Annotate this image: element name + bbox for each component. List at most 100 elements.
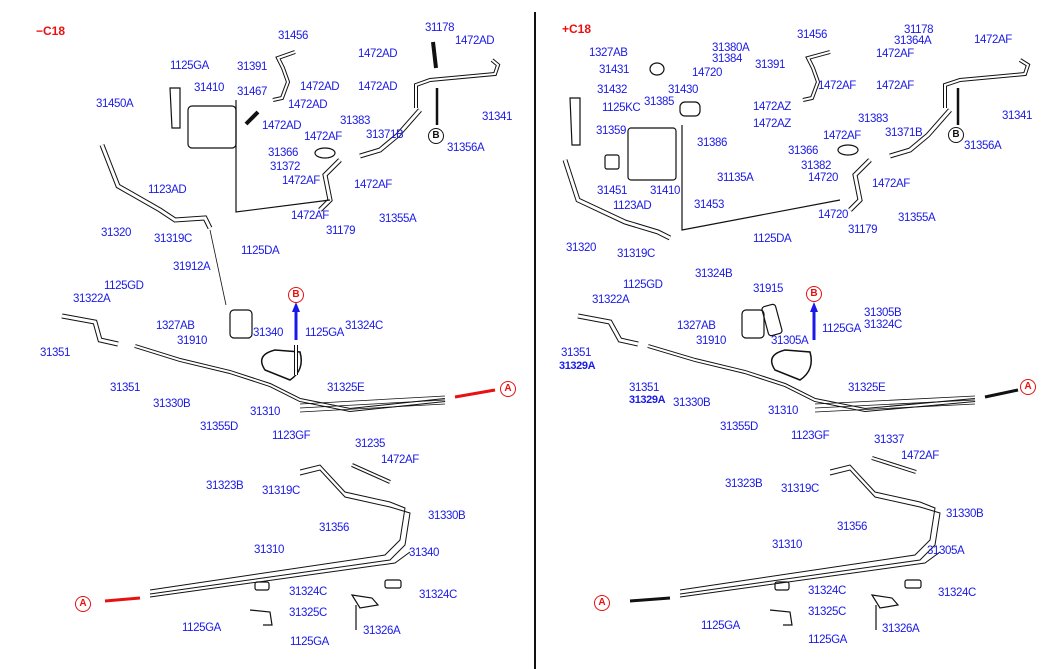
part-label[interactable]: 31179	[326, 225, 356, 237]
part-label[interactable]: 31325E	[327, 382, 365, 394]
part-label[interactable]: 1472AF	[974, 34, 1012, 46]
part-label[interactable]: 31341	[1002, 110, 1032, 122]
part-label[interactable]: 31351	[629, 382, 659, 394]
part-label[interactable]: 31386	[697, 137, 727, 149]
part-label[interactable]: 1472AF	[901, 450, 939, 462]
part-label[interactable]: 1123AD	[148, 184, 187, 196]
part-label[interactable]: 31356	[837, 521, 867, 533]
part-label[interactable]: 1327AB	[156, 320, 195, 332]
part-label[interactable]: 31384	[712, 53, 742, 65]
part-label[interactable]: 31322A	[73, 293, 111, 305]
part-label[interactable]: 31310	[254, 544, 284, 556]
part-label[interactable]: 31372	[270, 161, 300, 173]
part-label[interactable]: 31371B	[366, 129, 404, 141]
part-label[interactable]: 1125KC	[602, 102, 641, 114]
part-label[interactable]: 31456	[797, 29, 827, 41]
part-label[interactable]: 1125GD	[623, 279, 663, 291]
part-label[interactable]: 31330B	[673, 397, 711, 409]
part-label[interactable]: 1472AF	[876, 48, 914, 60]
part-label[interactable]: 1472AF	[291, 210, 329, 222]
part-label[interactable]: 31178	[904, 24, 934, 36]
part-label[interactable]: 31329A	[559, 360, 596, 372]
part-label[interactable]: 31910	[177, 335, 207, 347]
part-label[interactable]: 1125GA	[808, 634, 847, 646]
part-label[interactable]: 31451	[597, 185, 627, 197]
part-label[interactable]: 31915	[753, 283, 783, 295]
part-label[interactable]: 31305A	[771, 335, 809, 347]
part-label[interactable]: 31356A	[447, 142, 485, 154]
part-label[interactable]: 1472AF	[823, 130, 861, 142]
part-label[interactable]: 31325C	[808, 606, 846, 618]
part-label[interactable]: 31319C	[781, 483, 819, 495]
part-label[interactable]: 1472AD	[300, 81, 340, 93]
part-label[interactable]: 31380A	[712, 42, 750, 54]
part-label[interactable]: 1472AZ	[753, 101, 791, 113]
part-label[interactable]: 31305A	[927, 545, 965, 557]
part-label[interactable]: 1125DA	[753, 233, 792, 245]
part-label[interactable]: 1472AF	[818, 80, 856, 92]
part-label[interactable]: 31326A	[363, 625, 401, 637]
part-label[interactable]: 31467	[237, 86, 267, 98]
part-label[interactable]: 1472AF	[876, 80, 914, 92]
part-label[interactable]: 31305B	[864, 307, 902, 319]
part-label[interactable]: 31391	[237, 61, 267, 73]
part-label[interactable]: 31355A	[379, 213, 417, 225]
part-label[interactable]: 31310	[768, 405, 798, 417]
part-label[interactable]: 31323B	[725, 478, 763, 490]
part-label[interactable]: 1125GA	[170, 60, 209, 72]
part-label[interactable]: 31330B	[946, 508, 984, 520]
part-label[interactable]: 31351	[110, 382, 140, 394]
part-label[interactable]: 31235	[355, 438, 385, 450]
marker-a[interactable]: A	[500, 381, 516, 397]
part-label[interactable]: 1472AF	[872, 178, 910, 190]
part-label[interactable]: 31324C	[864, 319, 902, 331]
marker-b[interactable]: B	[948, 127, 964, 143]
part-label[interactable]: 14720	[808, 172, 838, 184]
part-label[interactable]: 31340	[409, 547, 439, 559]
part-label[interactable]: 31326A	[882, 623, 920, 635]
part-label[interactable]: 31410	[194, 82, 224, 94]
part-label[interactable]: 31356	[319, 522, 349, 534]
part-label[interactable]: 1123GF	[272, 430, 311, 442]
part-label[interactable]: 31432	[597, 84, 627, 96]
part-label[interactable]: 31410	[650, 185, 680, 197]
part-label[interactable]: 1123AD	[613, 200, 652, 212]
part-label[interactable]: 1472AF	[381, 454, 419, 466]
part-label[interactable]: 31135A	[717, 172, 754, 184]
part-label[interactable]: 31329A	[629, 394, 666, 406]
part-label[interactable]: 31453	[694, 199, 724, 211]
marker-b[interactable]: B	[806, 286, 822, 302]
part-label[interactable]: 31325C	[289, 607, 327, 619]
part-label[interactable]: 1327AB	[677, 320, 716, 332]
part-label[interactable]: 31351	[40, 347, 70, 359]
part-label[interactable]: 1327AB	[589, 47, 628, 59]
part-label[interactable]: 31325E	[848, 382, 886, 394]
part-label[interactable]: 31179	[848, 224, 878, 236]
part-label[interactable]: 1472AF	[304, 131, 342, 143]
part-label[interactable]: 1123GF	[791, 430, 830, 442]
part-label[interactable]: 31341	[482, 111, 512, 123]
part-label[interactable]: 31319C	[154, 233, 192, 245]
part-label[interactable]: 31450A	[96, 98, 134, 110]
part-label[interactable]: 31351	[561, 347, 591, 359]
part-label[interactable]: 14720	[818, 209, 848, 221]
part-label[interactable]: 31391	[755, 59, 785, 71]
part-label[interactable]: 31912A	[173, 261, 211, 273]
part-label[interactable]: 1125GA	[305, 327, 344, 339]
part-label[interactable]: 31310	[772, 539, 802, 551]
part-label[interactable]: 31337	[874, 434, 904, 446]
part-label[interactable]: 1472AD	[262, 120, 302, 132]
part-label[interactable]: 31355A	[898, 212, 936, 224]
marker-a[interactable]: A	[1020, 379, 1036, 395]
part-label[interactable]: 1125GA	[182, 622, 221, 634]
part-label[interactable]: 14720	[692, 67, 722, 79]
part-label[interactable]: 31324C	[938, 587, 976, 599]
part-label[interactable]: 31355D	[720, 421, 758, 433]
part-label[interactable]: 31310	[250, 406, 280, 418]
part-label[interactable]: 1472AD	[288, 99, 328, 111]
part-label[interactable]: 31366	[268, 147, 298, 159]
part-label[interactable]: 1472AD	[358, 81, 398, 93]
marker-b[interactable]: B	[428, 128, 444, 144]
part-label[interactable]: 31322A	[592, 294, 630, 306]
part-label[interactable]: 1472AD	[455, 35, 495, 47]
